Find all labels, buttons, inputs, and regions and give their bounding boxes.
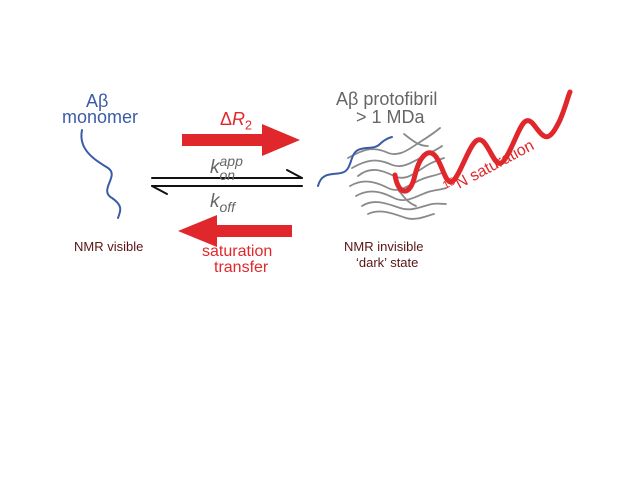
saturation-transfer-line1: saturation <box>202 243 273 260</box>
protofibril-mass: > 1 MDa <box>356 107 425 127</box>
equilibrium-arrows <box>151 169 303 195</box>
saturation-transfer-line2: transfer <box>214 259 269 276</box>
monomer-chain <box>80 129 122 219</box>
monomer-title: Aβ <box>86 91 109 111</box>
saturation-wave <box>392 89 573 194</box>
delta-r2-arrow <box>182 124 300 156</box>
nmr-visible-label: NMR visible <box>74 239 144 254</box>
bound-monomer-chain <box>317 136 393 187</box>
monomer-subtitle: monomer <box>62 107 139 127</box>
protofibril-title: Aβ protofibril <box>336 89 438 109</box>
dark-state-label: ‘dark’ state <box>356 255 419 270</box>
protofibril-strands <box>347 127 447 220</box>
delta-r2-label: ΔR2 <box>220 109 253 133</box>
nmr-invisible-label: NMR invisible <box>344 239 424 254</box>
k-off-label: koff <box>210 191 236 215</box>
saturation-transfer-arrow <box>178 215 292 247</box>
